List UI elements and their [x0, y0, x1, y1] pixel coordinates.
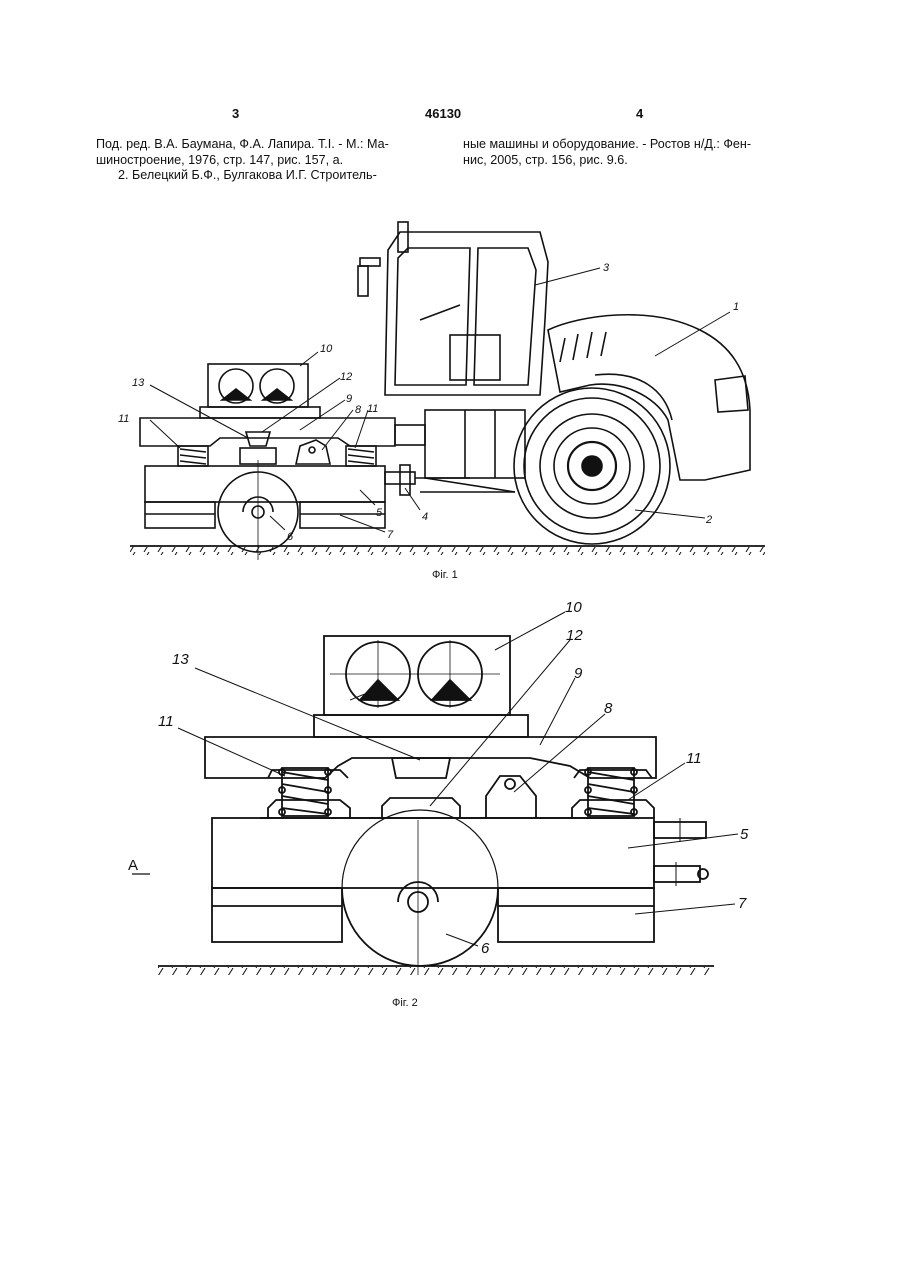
part-8: [486, 776, 536, 818]
label-3: 3: [603, 262, 610, 274]
engine-hood-1: [548, 315, 750, 480]
label-11-right: 11: [367, 403, 378, 415]
label-11-left: 11: [118, 413, 129, 425]
label-2: 2: [705, 514, 712, 526]
fig2-drawing: [132, 636, 714, 975]
label-1: 1: [733, 301, 739, 313]
label-8: 8: [355, 404, 362, 416]
view-mark-a: A: [128, 857, 138, 874]
fig1-drawing: [130, 222, 765, 560]
platform: [200, 407, 320, 418]
label-9: 9: [574, 665, 583, 682]
label-12: 12: [340, 371, 352, 383]
label-13: 13: [172, 651, 189, 668]
chassis: [425, 410, 525, 478]
label-10: 10: [320, 343, 333, 355]
wheel-6: [342, 888, 498, 966]
trailer-frame-5: [145, 466, 385, 502]
fig1-caption: Фіг. 1: [432, 569, 458, 581]
runner-7-left: [212, 888, 342, 942]
runner-7-right: [498, 888, 654, 942]
label-12: 12: [566, 627, 583, 644]
label-6: 6: [481, 940, 490, 957]
trailer-frame-5: [212, 818, 654, 888]
platform: [314, 715, 528, 737]
ground-hatch: [158, 967, 714, 975]
label-9: 9: [346, 393, 352, 405]
part-13: [246, 432, 270, 446]
label-5: 5: [740, 826, 749, 843]
label-10: 10: [565, 599, 582, 616]
label-4: 4: [422, 511, 428, 523]
fig1-labels: 1 2 3 4 5 6 7 8 9 10 11 11 12 13: [118, 262, 739, 543]
label-11-left: 11: [158, 713, 174, 730]
runner-7-left: [145, 502, 215, 528]
label-8: 8: [604, 700, 613, 717]
fig2-caption: Фіг. 2: [392, 997, 418, 1009]
label-7: 7: [387, 529, 394, 541]
label-13: 13: [132, 377, 145, 389]
label-5: 5: [376, 507, 383, 519]
runner-7-right: [300, 502, 385, 528]
label-7: 7: [738, 895, 747, 912]
ground-hatch: [130, 547, 765, 555]
label-6: 6: [287, 531, 294, 543]
label-11-right: 11: [686, 750, 702, 767]
part-13: [392, 758, 450, 778]
